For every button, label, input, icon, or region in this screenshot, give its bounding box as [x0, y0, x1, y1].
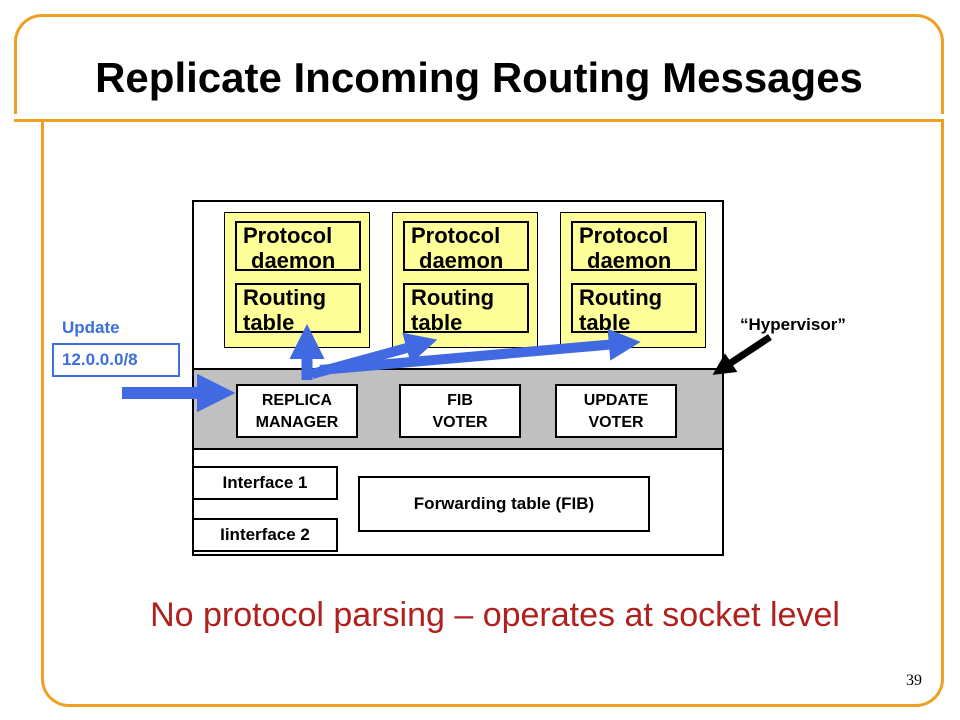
protocol-daemon-line1: Protocol: [243, 223, 333, 248]
update-voter-line2: VOTER: [588, 414, 644, 431]
protocol-daemon-line2: daemon: [587, 248, 672, 273]
protocol-daemon-line1: Protocol: [411, 223, 501, 248]
routing-table-line1: Routing: [579, 285, 663, 310]
fib-voter-line1: FIB: [447, 392, 473, 409]
hypervisor-label: “Hypervisor”: [740, 315, 846, 334]
title-divider: [14, 119, 944, 122]
replica-manager-box: REPLICA MANAGER: [236, 384, 358, 438]
routing-table-cell: Routing table: [235, 283, 361, 335]
page-number: 39: [906, 672, 922, 689]
protocol-daemon-cell: Protocol daemon: [235, 221, 361, 273]
routing-table-line2: table: [411, 310, 463, 335]
replica-manager-line2: MANAGER: [255, 414, 339, 431]
protocol-daemon-cell: Protocol daemon: [571, 221, 697, 273]
update-label: Update: [62, 318, 120, 337]
forwarding-table-box: Forwarding table (FIB): [358, 476, 650, 532]
slide-frame-body: [41, 119, 944, 707]
routing-table-cell: Routing table: [403, 283, 529, 335]
hypervisor-pointer-arrow: [712, 334, 772, 375]
update-voter-line1: UPDATE: [583, 392, 649, 409]
protocol-daemon-line2: daemon: [251, 248, 336, 273]
update-prefix-box: 12.0.0.0/8: [52, 343, 180, 377]
fib-voter-line2: VOTER: [432, 414, 488, 431]
interface-1-box: Interface 1: [192, 466, 338, 500]
replica-process-2: Protocol daemon Routing table: [392, 212, 538, 348]
protocol-daemon-line2: daemon: [419, 248, 504, 273]
protocol-daemon-cell: Protocol daemon: [403, 221, 529, 273]
interface-2-box: Iinterface 2: [192, 518, 338, 552]
protocol-daemon-line1: Protocol: [579, 223, 669, 248]
slide-frame-top: [14, 14, 944, 114]
slide-caption: No protocol parsing – operates at socket…: [150, 596, 840, 634]
replica-process-1: Protocol daemon Routing table: [224, 212, 370, 348]
routing-table-line1: Routing: [411, 285, 495, 310]
replica-manager-line1: REPLICA: [261, 392, 333, 409]
routing-table-line2: table: [243, 310, 295, 335]
slide-title: Replicate Incoming Routing Messages: [95, 54, 863, 101]
fib-voter-box: FIB VOTER: [399, 384, 521, 438]
replicate-arrow-3: [319, 328, 641, 375]
routing-table-line1: Routing: [243, 285, 327, 310]
update-voter-box: UPDATE VOTER: [555, 384, 677, 438]
